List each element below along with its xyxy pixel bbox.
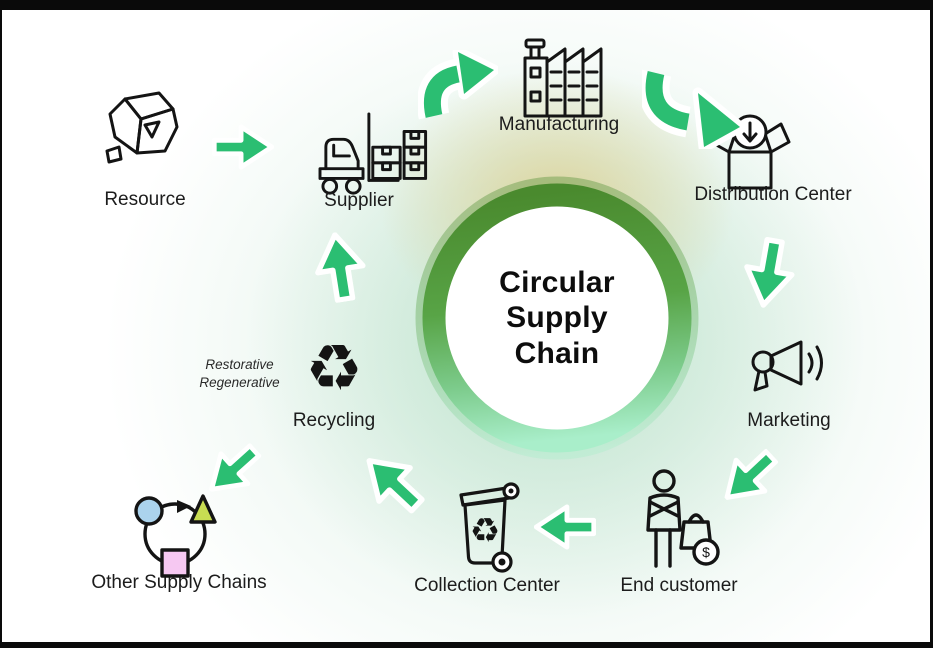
diagram-title: Circular Supply Chain [407,168,707,468]
label-recycling: Recycling [292,410,376,431]
forklift-boxes-icon [300,110,428,198]
arrow-distribution-to-marketing [737,233,801,313]
title-line-1: Circular [499,265,615,299]
person-shopping-bag-icon: $ [628,468,720,576]
diagram-canvas: Circular Supply Chain Resource [2,10,930,642]
label-supplier: Supplier [324,190,394,211]
arrow-end-customer-to-collection [534,504,596,550]
currency-symbol: $ [702,544,710,560]
annotation-restorative-regenerative: Restorative Regenerative [162,356,317,391]
label-marketing: Marketing [747,410,831,431]
annotation-line-2: Regenerative [199,374,280,390]
arrow-manufacturing-to-distribution [642,69,746,149]
label-distribution-center: Distribution Center [694,184,852,205]
label-resource: Resource [104,189,186,210]
cycle-shapes-icon [111,484,243,580]
arrow-supplier-to-manufacturing [418,50,498,120]
recycle-bin-icon: ♻ [445,475,533,575]
label-other-supply-chains: Other Supply Chains [91,572,267,593]
arrow-recycling-to-supplier [309,228,371,305]
title-line-3: Chain [514,336,600,370]
label-manufacturing: Manufacturing [498,114,620,135]
bin-recycle-glyph: ♻ [470,512,500,550]
title-line-2: Supply [506,301,608,335]
label-collection-center: Collection Center [414,575,560,596]
center-ring [415,176,699,460]
arrow-resource-to-supplier [212,124,274,170]
megaphone-icon [739,332,835,404]
arrow-marketing-to-end-customer [709,438,789,517]
annotation-line-1: Restorative [205,357,274,372]
label-end-customer: End customer [620,575,738,596]
factory-icon [511,36,607,120]
rock-icon [95,87,191,173]
recycle-arrows-icon: ♻ [305,332,363,404]
